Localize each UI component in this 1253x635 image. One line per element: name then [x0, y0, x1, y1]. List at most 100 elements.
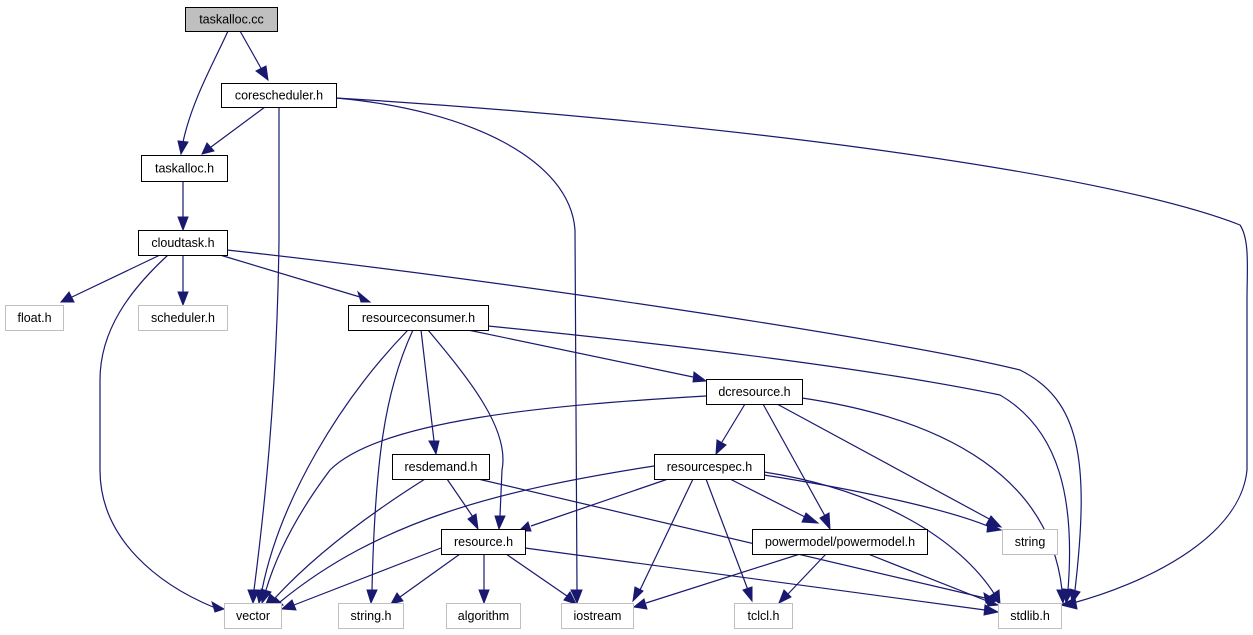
node-box — [561, 603, 634, 629]
node-label: resourceconsumer.h — [362, 311, 475, 325]
edge-line — [729, 478, 808, 519]
arrowhead-icon — [366, 589, 378, 605]
arrowhead-icon — [255, 65, 269, 82]
edge-powermodel-h-to-stdlib-h — [867, 553, 1000, 607]
edge-line — [477, 478, 986, 599]
node-box — [654, 454, 765, 480]
edge-corescheduler-h-to-vector — [247, 107, 280, 605]
arrowhead-icon — [177, 140, 189, 156]
edge-line — [801, 397, 1063, 591]
node-box — [138, 230, 228, 256]
edge-line — [530, 478, 669, 527]
edge-line — [274, 478, 426, 599]
node-resdemand-h[interactable]: resdemand.h — [392, 454, 490, 480]
edge-dcresource-h-to-stdlib-h — [801, 397, 1068, 605]
node-label: resourcespec.h — [667, 460, 753, 474]
arrowhead-icon — [467, 513, 479, 531]
edge-resourcespec-h-to-string — [763, 474, 1003, 533]
edge-line — [219, 254, 361, 298]
node-label: string — [1015, 535, 1046, 549]
edge-resourcespec-h-to-tclcl-h — [705, 478, 753, 603]
node-label: algorithm — [458, 609, 509, 623]
arrowhead-icon — [778, 589, 792, 605]
edge-line — [71, 254, 161, 298]
edge-line — [210, 106, 266, 148]
arrowhead-icon — [984, 595, 1000, 607]
edge-line — [645, 553, 801, 604]
node-box — [734, 603, 793, 629]
edge-line — [867, 553, 988, 602]
arrowhead-icon — [742, 586, 753, 603]
edge-line — [487, 325, 1071, 591]
edge-line — [446, 478, 474, 518]
node-tclcl-h: tclcl.h — [734, 603, 793, 629]
arrowhead-icon — [494, 515, 506, 531]
node-label: resource.h — [454, 535, 513, 549]
edge-line — [763, 471, 996, 596]
edge-line — [787, 553, 827, 595]
edge-line — [335, 97, 1249, 604]
arrowhead-icon — [428, 440, 440, 456]
arrowhead-icon — [563, 591, 577, 605]
edge-line — [420, 329, 435, 442]
node-corescheduler-h[interactable]: corescheduler.h — [221, 83, 337, 108]
node-cloudtask-h[interactable]: cloudtask.h — [138, 230, 228, 256]
edge-line — [239, 30, 263, 71]
node-powermodel-h[interactable]: powermodel/powermodel.h — [752, 529, 928, 555]
edge-line — [762, 403, 826, 517]
edge-line — [639, 478, 694, 591]
edge-cloudtask-h-to-scheduler-h — [177, 255, 189, 307]
edge-cloudtask-h-to-float-h — [59, 254, 161, 303]
arrowhead-icon — [260, 588, 272, 605]
edge-line — [182, 30, 229, 143]
edge-line — [226, 249, 1082, 591]
edge-resourcespec-h-to-stdlib-h — [763, 471, 1001, 606]
node-dcresource-h[interactable]: dcresource.h — [706, 379, 803, 405]
node-label: corescheduler.h — [235, 89, 323, 103]
node-label: float.h — [17, 311, 51, 325]
edge-resource-h-to-iostream — [505, 553, 577, 605]
edge-resourcespec-h-to-powermodel-h — [729, 478, 820, 524]
arrowhead-icon — [986, 521, 1003, 533]
node-label: stdlib.h — [1010, 609, 1050, 623]
arrowhead-icon — [632, 586, 644, 603]
node-taskalloc-h[interactable]: taskalloc.h — [141, 155, 228, 182]
node-resourceconsumer-h[interactable]: resourceconsumer.h — [348, 305, 489, 331]
edge-taskalloc-h-to-cloudtask-h — [177, 181, 189, 232]
node-box — [138, 305, 228, 331]
arrowhead-icon — [478, 589, 490, 605]
arrowhead-icon — [1069, 588, 1081, 605]
edge-cloudtask-h-to-vector — [99, 254, 226, 613]
nodes-layer: taskalloc.cc corescheduler.h taskalloc.h cl… — [5, 7, 1062, 629]
edge-powermodel-h-to-tclcl-h — [778, 553, 827, 605]
node-box — [221, 83, 337, 108]
edge-resource-h-to-stdlib-h — [524, 547, 1000, 616]
arrowhead-icon — [570, 589, 583, 605]
edge-line — [467, 329, 694, 378]
edge-corescheduler-h-to-taskalloc-h — [201, 106, 266, 155]
node-scheduler-h: scheduler.h — [138, 305, 228, 331]
node-box — [441, 529, 526, 555]
node-box — [141, 155, 228, 182]
edge-corescheduler-h-to-iostream — [335, 97, 583, 605]
edge-resourceconsumer-h-to-string-h — [366, 329, 414, 605]
node-box — [185, 7, 278, 32]
node-box — [446, 603, 521, 629]
node-resource-h[interactable]: resource.h — [441, 529, 526, 555]
edge-line — [524, 547, 986, 611]
edge-resourceconsumer-h-to-vector — [255, 329, 409, 605]
edge-line — [261, 329, 409, 591]
node-box — [998, 603, 1062, 629]
node-box — [706, 379, 803, 405]
edge-resourceconsumer-h-to-resdemand-h — [420, 329, 440, 456]
node-resourcespec-h[interactable]: resourcespec.h — [654, 454, 765, 480]
node-taskalloc-cc[interactable]: taskalloc.cc — [185, 7, 278, 32]
arrowhead-icon — [280, 599, 297, 611]
node-box — [224, 603, 282, 629]
edge-line — [265, 395, 707, 591]
node-label: dcresource.h — [718, 385, 790, 399]
edge-line — [279, 465, 655, 603]
node-float-h: float.h — [5, 305, 64, 331]
arrowhead-icon — [692, 371, 708, 383]
